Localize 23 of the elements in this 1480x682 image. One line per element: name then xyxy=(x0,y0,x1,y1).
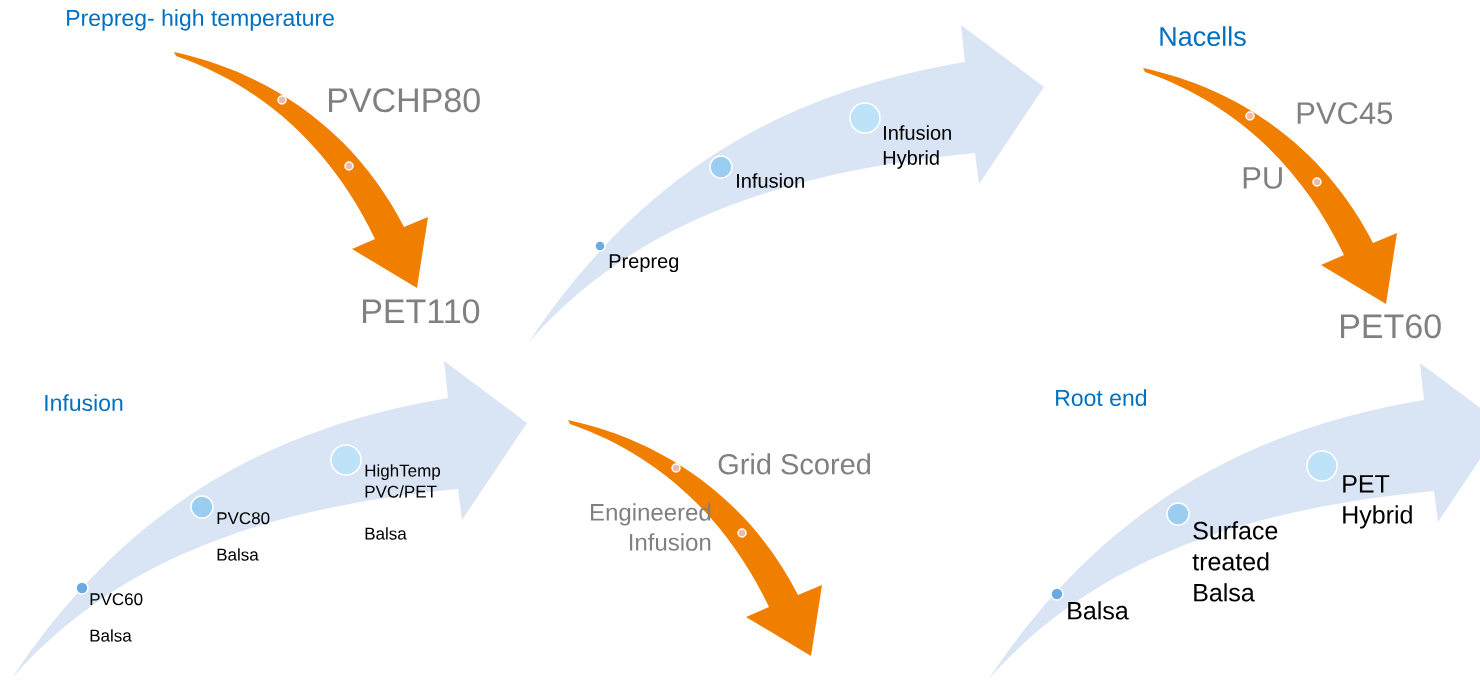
step-label: Balsa xyxy=(365,527,407,540)
heading-text: Prepreg- high temperature xyxy=(67,9,334,31)
heading-text: Root end xyxy=(1056,389,1147,407)
material-label: Grid Scored xyxy=(718,453,871,475)
step-label: Surface treated Balsa xyxy=(1192,521,1278,602)
step-label: Balsa xyxy=(1068,601,1129,620)
material-label: Engineered Infusion xyxy=(591,503,711,551)
heading-text: Infusion xyxy=(45,394,123,412)
material-label: PVCHP80 xyxy=(329,88,480,113)
material-label: PET110 xyxy=(363,299,480,324)
heading-text: Nacells xyxy=(1160,26,1246,47)
step-label: PVC60 xyxy=(90,593,143,606)
step-label: PET Hybrid xyxy=(1343,475,1412,529)
step-label: Balsa xyxy=(217,548,259,561)
material-label: PU xyxy=(1243,167,1282,189)
step-label: HighTemp PVC/PET xyxy=(365,464,441,498)
step-label: Infusion Hybrid xyxy=(883,125,951,169)
material-label: PVC45 xyxy=(1297,102,1393,125)
step-label: Balsa xyxy=(90,629,132,642)
step-label: PVC80 xyxy=(217,512,270,525)
step-label: Prepreg xyxy=(609,254,679,273)
step-label: Infusion xyxy=(737,173,804,188)
material-label: PET60 xyxy=(1341,314,1441,339)
